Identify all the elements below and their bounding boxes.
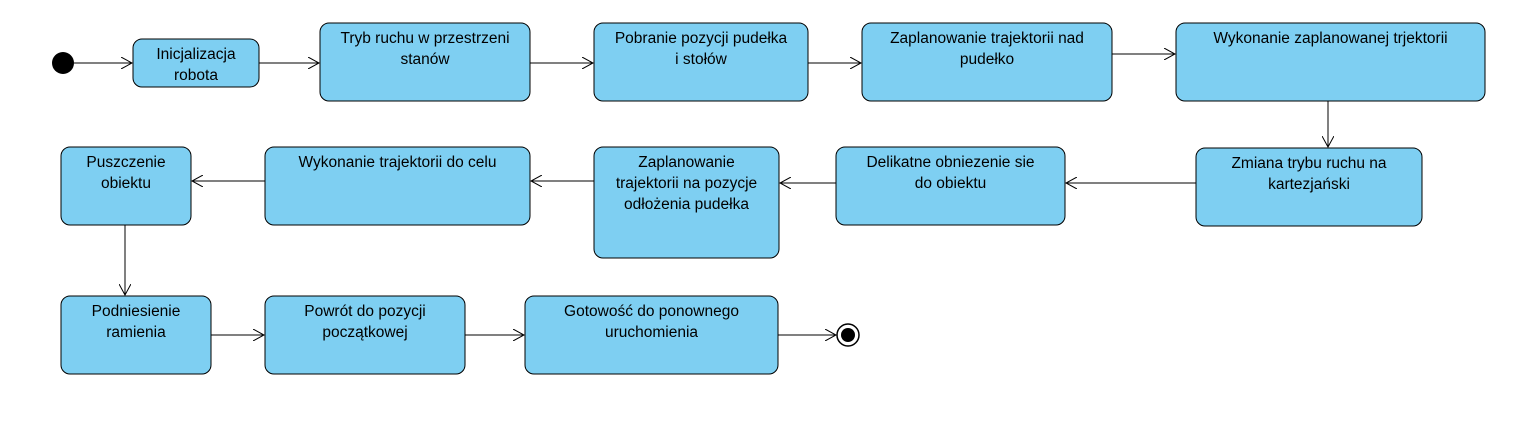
state-s2: Tryb ruchu w przestrzeni stanów xyxy=(319,22,531,102)
state-label-line: obiektu xyxy=(101,175,151,192)
state-label-line: Zaplanowanie trajektorii nad xyxy=(890,30,1084,47)
state-box xyxy=(60,295,212,375)
state-label-line: uruchomienia xyxy=(605,324,698,341)
state-label-line: Inicjalizacja xyxy=(156,46,236,63)
state-box xyxy=(524,295,779,375)
state-s10: Puszczenie obiektu xyxy=(60,146,192,226)
state-s5: Wykonanie zaplanowanej trjektorii xyxy=(1175,22,1486,102)
state-label-line: początkowej xyxy=(322,324,407,341)
state-s13: Gotowość do ponownego uruchomienia xyxy=(524,295,779,375)
state-s11: Podniesienie ramienia xyxy=(60,295,212,375)
state-label-line: robota xyxy=(174,67,218,84)
state-box xyxy=(264,295,466,375)
state-label-line: do obiektu xyxy=(915,175,987,192)
state-box xyxy=(60,146,192,226)
state-label-line: Wykonanie trajektorii do celu xyxy=(298,154,496,171)
state-label-line: trajektorii na pozycje xyxy=(616,175,757,192)
state-label-line: Zmiana trybu ruchu na xyxy=(1231,155,1386,172)
state-label-line: Tryb ruchu w przestrzeni xyxy=(340,30,509,47)
state-box xyxy=(593,146,780,259)
state-box xyxy=(319,22,531,102)
state-s1: Inicjalizacja robota xyxy=(132,38,260,88)
state-box xyxy=(264,146,531,226)
transition-edges xyxy=(74,54,1328,335)
state-label-line: Zaplanowanie xyxy=(638,154,735,171)
state-s6: Zmiana trybu ruchu na kartezjański xyxy=(1195,147,1423,227)
state-box xyxy=(835,146,1066,226)
state-label-line: ramienia xyxy=(106,324,166,341)
state-box xyxy=(1195,147,1423,227)
state-box xyxy=(593,22,809,102)
state-box xyxy=(861,22,1113,102)
state-box xyxy=(132,38,260,88)
state-label-line: Wykonanie zaplanowanej trjektorii xyxy=(1213,30,1447,47)
state-s9: Wykonanie trajektorii do celu xyxy=(264,146,531,226)
state-label-line: stanów xyxy=(400,51,450,68)
state-label-line: i stołów xyxy=(675,51,727,68)
state-label-line: kartezjański xyxy=(1268,176,1350,193)
state-label-line: Puszczenie xyxy=(86,154,165,171)
state-s3: Pobranie pozycji pudełka i stołów xyxy=(593,22,809,102)
state-label-line: Podniesienie xyxy=(92,303,181,320)
state-label-line: Gotowość do ponownego xyxy=(564,303,739,320)
state-label-line: Delikatne obniezenie sie xyxy=(866,154,1034,171)
state-s12: Powrót do pozycji początkowej xyxy=(264,295,466,375)
state-label-line: Powrót do pozycji xyxy=(304,303,425,320)
final-node xyxy=(836,323,860,347)
state-nodes: Inicjalizacja robota Tryb ruchu w przestrz… xyxy=(60,22,1486,375)
state-label-line: pudełko xyxy=(960,51,1014,68)
state-s4: Zaplanowanie trajektorii nad pudełko xyxy=(861,22,1113,102)
state-s7: Delikatne obniezenie sie do obiektu xyxy=(835,146,1066,226)
state-box xyxy=(1175,22,1486,102)
state-label-line: odłożenia pudełka xyxy=(624,196,749,213)
initial-node xyxy=(52,52,74,74)
terminal-nodes xyxy=(52,52,860,347)
state-s8: Zaplanowanie trajektorii na pozycje odłoże… xyxy=(593,146,780,259)
state-label-line: Pobranie pozycji pudełka xyxy=(615,30,788,47)
